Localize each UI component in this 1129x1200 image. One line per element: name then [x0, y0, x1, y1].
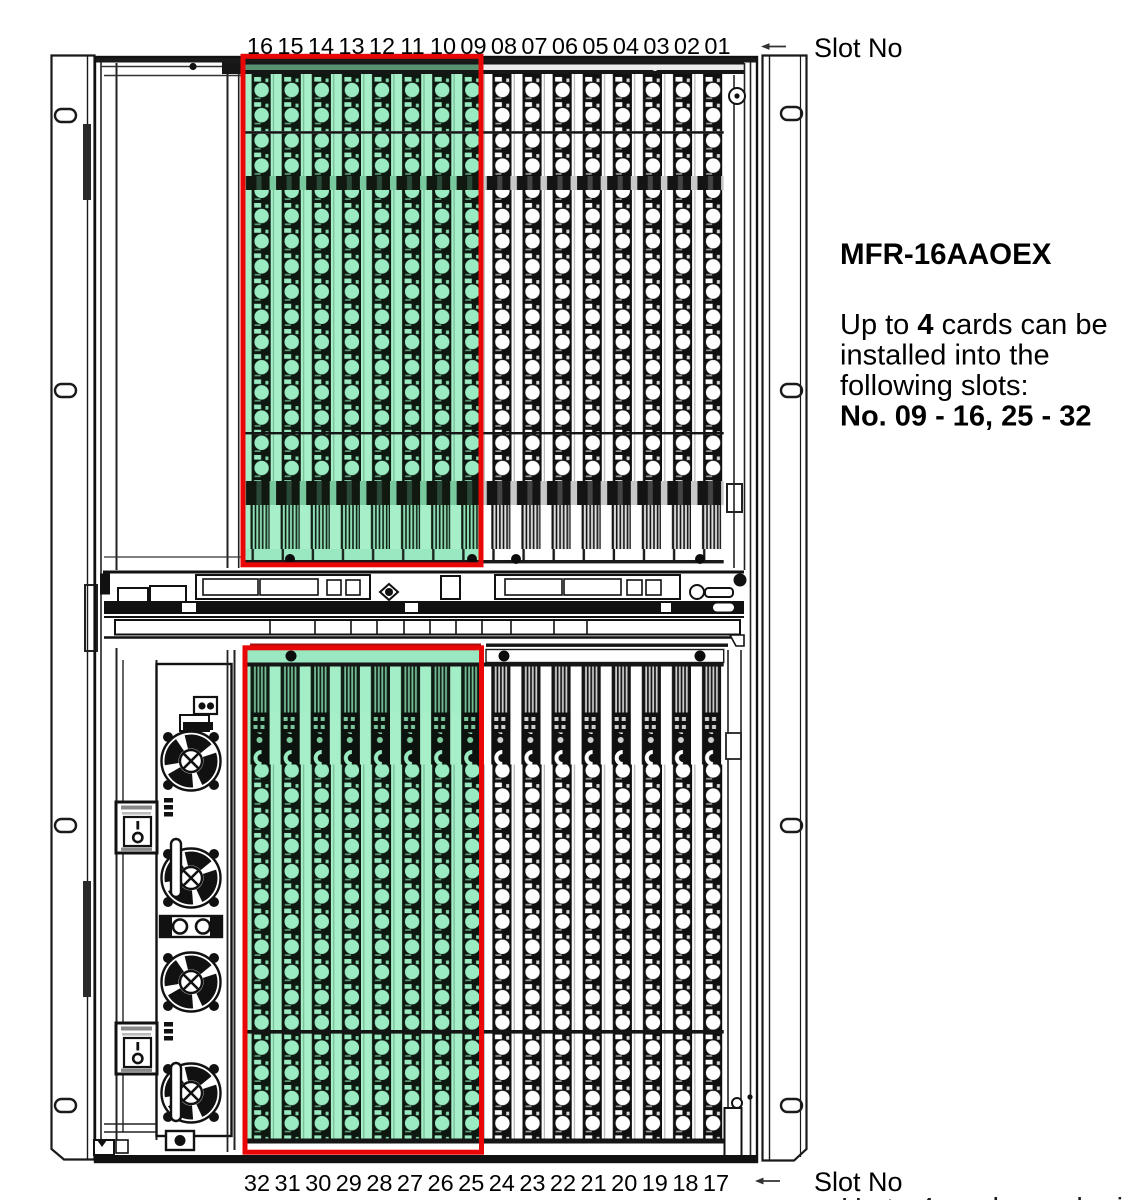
- svg-text:12: 12: [369, 33, 395, 59]
- svg-text:24: 24: [489, 1170, 515, 1196]
- svg-text:17: 17: [703, 1170, 729, 1196]
- svg-text:26: 26: [428, 1170, 454, 1196]
- svg-text:31: 31: [275, 1170, 301, 1196]
- svg-text:installed into the: installed into the: [840, 340, 1050, 372]
- svg-text:following slots:: following slots:: [840, 370, 1029, 402]
- svg-text:11: 11: [400, 33, 424, 59]
- svg-text:Slot No: Slot No: [814, 33, 903, 63]
- svg-text:06: 06: [552, 33, 578, 59]
- svg-text:Up to 4 cards can be in: Up to 4 cards can be in: [841, 1193, 1129, 1200]
- svg-text:10: 10: [430, 33, 456, 59]
- svg-text:27: 27: [397, 1170, 423, 1196]
- svg-text:08: 08: [491, 33, 517, 59]
- svg-text:20: 20: [611, 1170, 637, 1196]
- svg-text:Slot No: Slot No: [814, 1167, 903, 1197]
- svg-text:05: 05: [582, 33, 608, 59]
- svg-text:Up to 4 cards can be: Up to 4 cards can be: [840, 309, 1108, 341]
- svg-text:14: 14: [308, 33, 334, 59]
- svg-text:21: 21: [581, 1170, 607, 1196]
- svg-text:29: 29: [336, 1170, 362, 1196]
- svg-text:23: 23: [519, 1170, 545, 1196]
- svg-text:28: 28: [366, 1170, 392, 1196]
- svg-text:No. 09 - 16, 25 - 32: No. 09 - 16, 25 - 32: [840, 401, 1091, 433]
- svg-text:MFR-16AAOEX: MFR-16AAOEX: [840, 238, 1052, 271]
- svg-text:13: 13: [338, 33, 364, 59]
- svg-text:02: 02: [674, 33, 700, 59]
- svg-text:09: 09: [460, 33, 486, 59]
- svg-text:30: 30: [305, 1170, 331, 1196]
- svg-text:15: 15: [277, 33, 303, 59]
- svg-text:07: 07: [521, 33, 547, 59]
- svg-text:19: 19: [642, 1170, 668, 1196]
- svg-text:03: 03: [643, 33, 669, 59]
- svg-text:18: 18: [672, 1170, 698, 1196]
- svg-text:16: 16: [247, 33, 273, 59]
- svg-text:25: 25: [458, 1170, 484, 1196]
- svg-text:32: 32: [244, 1170, 270, 1196]
- svg-text:04: 04: [613, 33, 639, 59]
- svg-text:01: 01: [704, 33, 730, 59]
- svg-text:22: 22: [550, 1170, 576, 1196]
